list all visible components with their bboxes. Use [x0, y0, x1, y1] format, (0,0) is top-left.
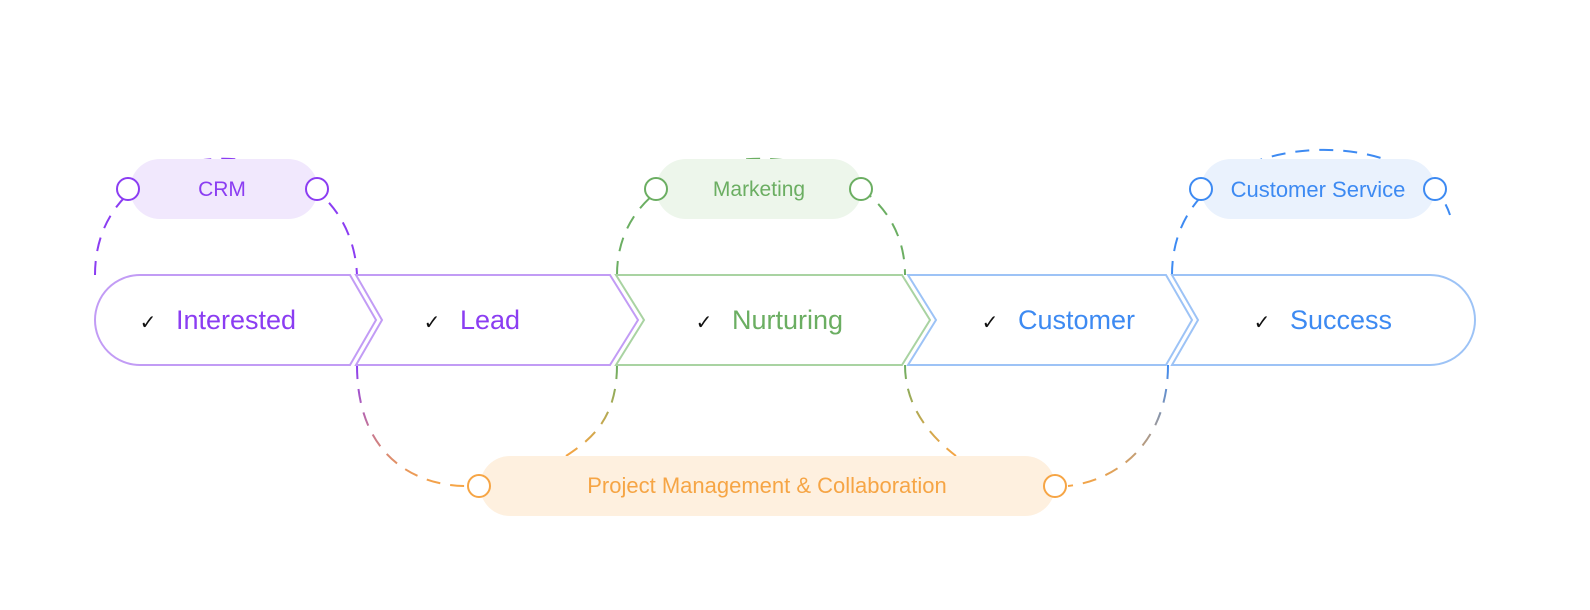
stage-lead: ✓ Lead: [424, 305, 520, 335]
project-management-pill-bg: [480, 456, 1055, 516]
stage-nurturing-label: Nurturing: [732, 305, 843, 335]
customer-service-pill: Customer Service: [1189, 159, 1447, 219]
stage-customer-label: Customer: [1018, 305, 1135, 335]
check-icon: ✓: [696, 312, 713, 334]
marketing-right-node-icon: [849, 177, 873, 201]
marketing-label: Marketing: [713, 178, 805, 201]
marketing-left-node-icon: [644, 177, 668, 201]
check-icon: ✓: [424, 312, 441, 334]
stage-lead-label: Lead: [460, 305, 520, 335]
project-management-pill: Project Management & Collaboration: [467, 456, 1067, 516]
marketing-pill-bg: [656, 159, 862, 219]
crm-pm-arc: [356, 364, 467, 487]
marketing-pm-right-arc: [904, 364, 957, 457]
customer-service-label: Customer Service: [1231, 177, 1406, 202]
stage-success: ✓ Success: [1254, 305, 1392, 335]
customer-service-left-node-icon: [1189, 177, 1213, 201]
stage-nurturing: ✓ Nurturing: [696, 305, 843, 335]
check-icon: ✓: [982, 312, 999, 334]
check-icon: ✓: [1254, 312, 1271, 334]
crm-left-node-icon: [116, 177, 140, 201]
customer-service-pm-arc: [1067, 364, 1169, 487]
pipeline: [94, 274, 1476, 366]
crm-pill-bg: [130, 159, 318, 219]
marketing-arc: [616, 157, 906, 276]
project-management-right-node-icon: [1043, 474, 1067, 498]
check-icon: ✓: [140, 312, 157, 334]
customer-service-arc: [1171, 148, 1451, 276]
crm-arc: [94, 157, 358, 276]
crm-right-node-icon: [305, 177, 329, 201]
stage-nurturing-shape: [614, 274, 932, 366]
project-management-label: Project Management & Collaboration: [587, 473, 947, 498]
marketing-pill: Marketing: [644, 159, 873, 219]
crm-label: CRM: [198, 178, 246, 201]
crm-pill: CRM: [116, 159, 329, 219]
connector-arcs: [94, 148, 1451, 487]
stage-lead-shape: [354, 274, 640, 366]
stage-success-label: Success: [1290, 305, 1392, 335]
customer-service-pill-bg: [1201, 159, 1435, 219]
stage-success-shape: [1170, 274, 1476, 366]
stage-interested: ✓ Interested: [140, 305, 296, 335]
stage-customer-shape: [906, 274, 1194, 366]
stage-customer: ✓ Customer: [982, 305, 1135, 335]
customer-service-right-node-icon: [1423, 177, 1447, 201]
project-management-left-node-icon: [467, 474, 491, 498]
stage-interested-shape: [94, 274, 378, 366]
stage-interested-label: Interested: [176, 305, 296, 335]
marketing-pm-left-arc: [565, 364, 618, 457]
